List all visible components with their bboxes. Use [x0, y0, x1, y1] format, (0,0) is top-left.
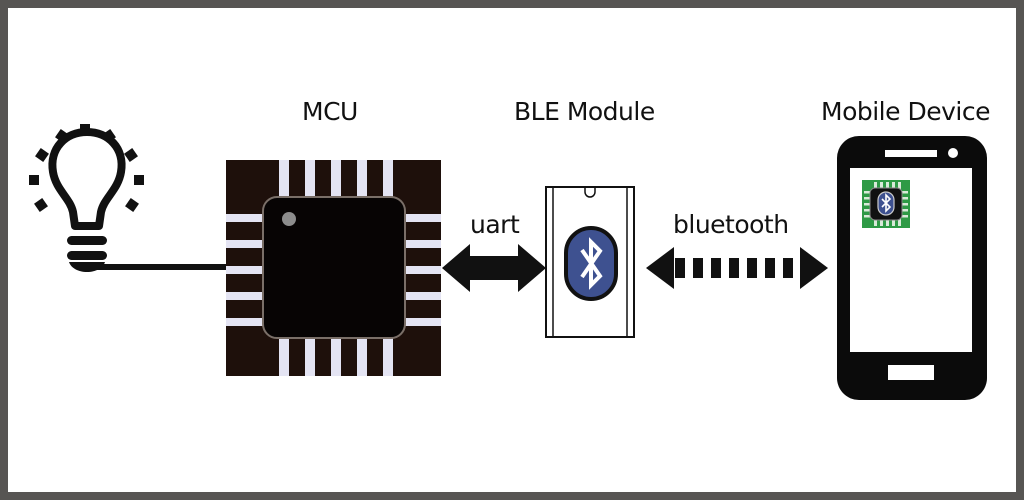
- chip-pin-right: [397, 292, 441, 300]
- bulb-glass: [48, 128, 126, 230]
- bulb-ray: [29, 175, 39, 185]
- chip-pin-bottom: [279, 331, 289, 376]
- bluetooth-arrow-dash: [711, 258, 721, 278]
- mcu-label: MCU: [302, 97, 358, 126]
- phone-home-button: [888, 365, 934, 380]
- app-pin-left: [864, 209, 872, 212]
- chip-pin-right: [397, 214, 441, 222]
- app-pin-top: [898, 182, 901, 190]
- chip-pin-top: [305, 160, 315, 205]
- ble-module-notch: [584, 188, 596, 198]
- bulb-ray: [35, 148, 49, 162]
- bluetooth-double-arrow: [646, 247, 828, 289]
- chip-pin-bottom: [383, 331, 393, 376]
- app-pin-right: [900, 203, 908, 206]
- bulb-base-ring: [67, 251, 107, 260]
- light-bulb-icon: [29, 124, 144, 272]
- ble-module-label: BLE Module: [514, 97, 655, 126]
- app-pin-top: [892, 182, 895, 190]
- mobile-device-label: Mobile Device: [821, 97, 990, 126]
- app-pin-right: [900, 191, 908, 194]
- app-pin-left: [864, 197, 872, 200]
- bulb-ray: [124, 148, 138, 162]
- chip-pin-left: [226, 214, 271, 222]
- chip-pin-left: [226, 318, 271, 326]
- smartphone-icon: [837, 136, 987, 400]
- chip-pin-right: [397, 266, 441, 274]
- ble-module-chip: [545, 186, 635, 338]
- chip-body: [262, 196, 406, 339]
- bluetooth-arrow-dash: [783, 258, 793, 278]
- app-pin-bottom: [898, 218, 901, 226]
- chip-pin-top: [357, 160, 367, 205]
- chip-pin-left: [226, 266, 271, 274]
- chip-pin-left: [226, 240, 271, 248]
- chip-pin-top: [279, 160, 289, 205]
- app-pin-left: [864, 203, 872, 206]
- bulb-ray: [125, 198, 139, 212]
- chip-pin-bottom: [357, 331, 367, 376]
- uart-edge-label: uart: [470, 210, 520, 239]
- app-pin-right: [900, 209, 908, 212]
- bulb-to-mcu-wire: [95, 264, 226, 270]
- ble-chip-app-icon[interactable]: [862, 180, 910, 228]
- chip-pin-bottom: [305, 331, 315, 376]
- bluetooth-arrow-dash: [747, 258, 757, 278]
- app-pin-bottom: [874, 218, 877, 226]
- chip-pin1-marker: [282, 212, 296, 226]
- bluetooth-arrow-dash: [693, 258, 703, 278]
- chip-pin-left: [226, 292, 271, 300]
- bulb-ray: [34, 198, 48, 212]
- chip-pin-top: [383, 160, 393, 205]
- microcontroller-chip-icon: [226, 160, 441, 376]
- app-pin-right: [900, 215, 908, 218]
- bluetooth-arrow-dash: [675, 258, 685, 278]
- app-pin-left: [864, 215, 872, 218]
- uart-double-arrow: [442, 244, 546, 292]
- chip-pin-right: [397, 318, 441, 326]
- app-pin-right: [900, 197, 908, 200]
- chip-pin-right: [397, 240, 441, 248]
- bulb-ray: [134, 175, 144, 185]
- app-pin-bottom: [892, 218, 895, 226]
- phone-camera: [948, 148, 958, 158]
- bluetooth-arrow-dash: [765, 258, 775, 278]
- app-pin-left: [864, 191, 872, 194]
- bluetooth-icon: [564, 226, 618, 301]
- chip-pin-top: [331, 160, 341, 205]
- app-pin-top: [880, 182, 883, 190]
- phone-speaker: [885, 150, 937, 157]
- app-pin-top: [886, 182, 889, 190]
- bluetooth-edge-label: bluetooth: [673, 210, 789, 239]
- chip-pin-bottom: [331, 331, 341, 376]
- app-pin-top: [874, 182, 877, 190]
- bulb-base-ring: [67, 236, 107, 245]
- app-pin-bottom: [886, 218, 889, 226]
- app-pin-bottom: [880, 218, 883, 226]
- bluetooth-arrow-dash: [729, 258, 739, 278]
